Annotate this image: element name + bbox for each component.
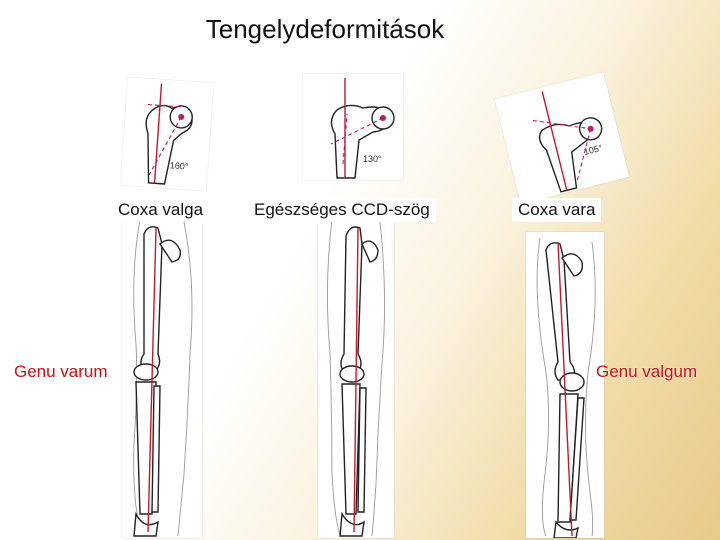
genu-varum-leg-illustration xyxy=(122,214,202,538)
coxa-valga-card: 160° xyxy=(120,77,213,191)
genu-valgum-leg-illustration xyxy=(526,232,604,538)
coxa-vara-illustration: 105° xyxy=(495,72,630,204)
coxa-valga-angle: 160° xyxy=(169,160,189,171)
genu-valgum-leg-card xyxy=(526,232,604,538)
coxa-vara-card: 105° xyxy=(495,72,630,204)
healthy-ccd-angle: 130° xyxy=(363,154,382,164)
healthy-leg-card xyxy=(318,214,394,538)
genu-varum-label: Genu varum xyxy=(14,362,108,382)
healthy-ccd-illustration: 130° xyxy=(303,74,403,180)
genu-varum-leg-card xyxy=(122,214,202,538)
healthy-leg-illustration xyxy=(318,214,394,538)
coxa-valga-label: Coxa valga xyxy=(112,198,209,222)
slide-title: Tengelydeformitások xyxy=(0,14,650,45)
coxa-valga-illustration: 160° xyxy=(120,77,213,191)
healthy-ccd-label: Egészséges CCD-szög xyxy=(248,198,436,222)
coxa-vara-label: Coxa vara xyxy=(512,198,601,222)
genu-valgum-label: Genu valgum xyxy=(596,362,697,382)
healthy-ccd-card: 130° xyxy=(303,74,403,180)
